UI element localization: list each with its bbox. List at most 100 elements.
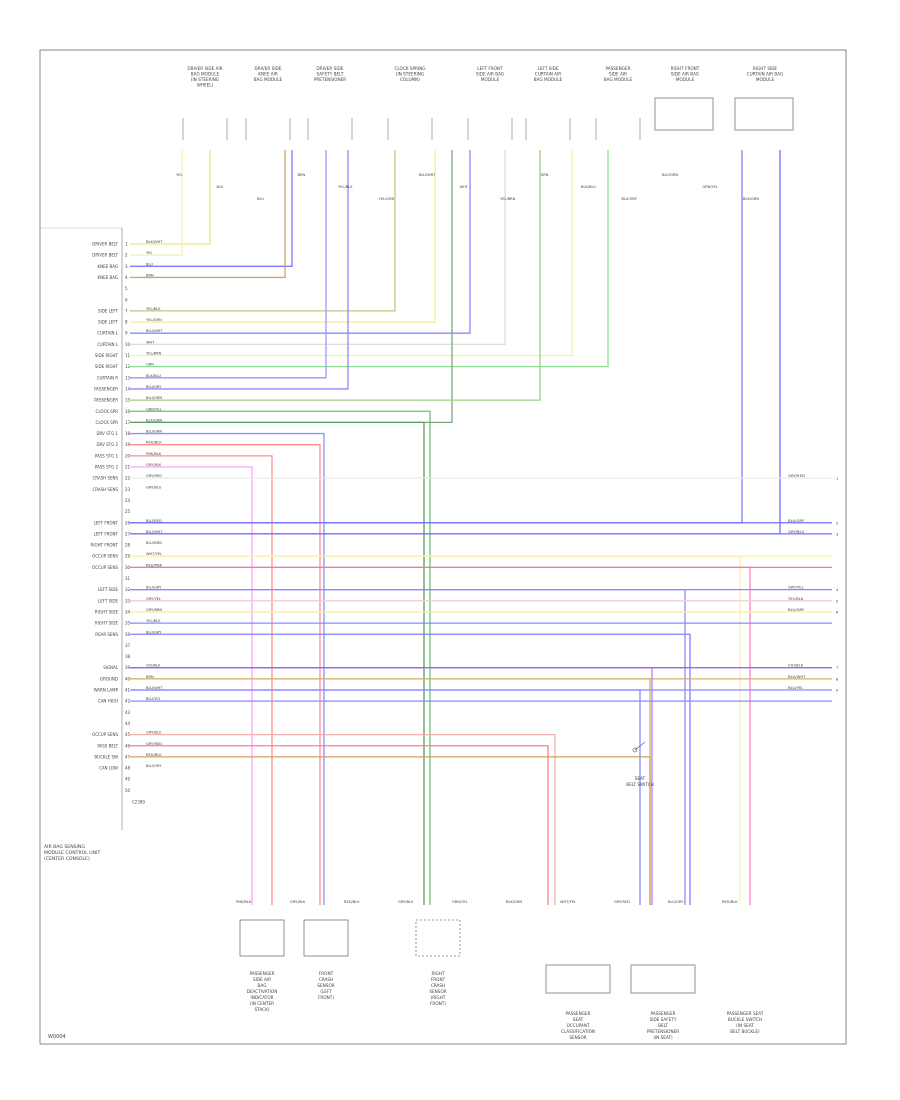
- bottom-component-label: CRASH: [319, 977, 333, 982]
- bottom-component-label: (IN SEAT: [736, 1023, 754, 1028]
- wire: [130, 555, 741, 905]
- top-wire-label: BLU: [257, 197, 264, 201]
- pin-wire-label: YEL/GRN: [146, 318, 162, 322]
- bottom-component-label: SENSOR: [429, 989, 446, 994]
- wire: [130, 150, 286, 279]
- bottom-component-label: SIDE SAFETY: [650, 1017, 677, 1022]
- top-wire-label: YEL: [176, 173, 182, 177]
- pin-wire-label: GRY/RED: [146, 474, 162, 478]
- pin-wire-label: BLU/GRN: [146, 396, 162, 400]
- top-component-label: COLUMN): [400, 77, 420, 82]
- top-component-label: BAG MODULE: [254, 77, 283, 82]
- bottom-component-label: SEAT: [573, 1017, 584, 1022]
- right-wire-label: BLU/YEL: [788, 685, 804, 690]
- bottom-wire-label: BLU/GRY: [668, 900, 684, 904]
- pin-number: 33: [125, 598, 131, 603]
- pin-wire-label: RED/BLK: [146, 441, 162, 445]
- component-connector: [303, 919, 349, 957]
- right-wire-label: BLU/GRY: [788, 518, 805, 523]
- pin-label: RIGHT SIDE: [95, 621, 119, 626]
- pin-number: 32: [125, 587, 131, 592]
- top-component-label: MODULE: [756, 77, 775, 82]
- component-connector: [415, 919, 461, 957]
- top-component-label: SAFETY BELT: [317, 72, 344, 77]
- wire: [130, 150, 293, 267]
- pin-wire-label: RED/BLK: [146, 753, 162, 757]
- bottom-component-label: BELT BUCKLE): [730, 1029, 760, 1034]
- wire: [130, 421, 425, 905]
- bottom-component-label: PASSENGER: [650, 1011, 675, 1016]
- pin-number: 29: [125, 554, 131, 559]
- pin-number: 31: [125, 576, 131, 581]
- pin-wire-label: BLU/GRY: [146, 385, 162, 389]
- pin-wire-label: YEL/BLK: [146, 619, 161, 623]
- pin-label: CURTAIN L: [97, 342, 119, 347]
- pin-number: 47: [125, 754, 131, 759]
- component-terminal: [595, 118, 641, 140]
- pin-label: KNEE BAG: [98, 275, 118, 280]
- pin-label: CURTAIN L: [97, 331, 119, 336]
- wire: [130, 667, 653, 905]
- top-component-label: WHEEL): [197, 83, 214, 88]
- pin-number: 20: [125, 453, 131, 458]
- pin-number: 45: [125, 732, 131, 737]
- bottom-component-label: SENSOR: [569, 1035, 586, 1040]
- bottom-component-label: PASSENGER SEAT: [727, 1011, 764, 1016]
- right-wire-label: YEL/BLK: [788, 596, 804, 601]
- bottom-wire-label: BLK/GRN: [506, 900, 522, 904]
- pin-wire-label: GRN: [146, 363, 154, 367]
- bottom-component-label: (LEFT: [320, 989, 332, 994]
- pin-label: SIGNAL: [103, 665, 119, 670]
- pin-number: 34: [125, 609, 131, 614]
- top-wire-label: BLK: [217, 185, 224, 189]
- wire: [130, 150, 183, 256]
- pin-wire-label: RED/PNK: [146, 563, 163, 567]
- pin-label: LEFT SIDE: [98, 598, 119, 603]
- right-wire-label: GRY/YEL: [788, 585, 805, 590]
- wire: [130, 150, 506, 345]
- top-wire-label: YEL/BLK: [338, 185, 353, 189]
- module-title-line: (CENTER CONSOLE): [44, 856, 90, 862]
- component-connector: [239, 919, 285, 957]
- pin-label: SIDE LEFT: [98, 320, 119, 325]
- pin-wire-label: BRN: [146, 273, 154, 277]
- top-component-label: LEFT SIDE: [538, 66, 559, 71]
- top-component-label: KNEE AIR: [258, 72, 278, 77]
- bottom-component-label: (IN CENTER: [250, 1001, 274, 1006]
- wire: [130, 444, 321, 905]
- pin-label: PASSENGER: [94, 398, 118, 403]
- pin-wire-label: GRY/YEL: [146, 597, 161, 601]
- bottom-component-label: STACK): [255, 1007, 270, 1012]
- pin-label: GROUND: [100, 676, 118, 681]
- wire: [130, 150, 781, 535]
- pin-number: 44: [125, 721, 131, 726]
- pin-wire-label: GRY/BLK: [146, 463, 162, 467]
- pin-wire-label: BLU/WHT: [146, 329, 163, 333]
- wire: [130, 745, 549, 905]
- pin-wire-label: GRY/RED: [146, 742, 162, 746]
- pin-number: 43: [125, 710, 131, 715]
- component-box: [545, 964, 611, 994]
- pin-number: 3: [125, 264, 128, 269]
- pin-label: PASSENGER: [94, 386, 118, 391]
- top-component-label: CURTAIN AIR BAG: [747, 72, 784, 77]
- wire: [130, 633, 691, 905]
- pin-number: 23: [125, 487, 131, 492]
- pin-label: OCCUP SENS: [92, 554, 118, 559]
- pin-number: 28: [125, 543, 131, 548]
- bottom-component-label: OCCUPANT: [566, 1023, 589, 1028]
- top-component-label: RIGHT SIDE: [753, 66, 778, 71]
- pin-number: 37: [125, 643, 131, 648]
- pin-number: 15: [125, 398, 131, 403]
- pin-wire-label: BRN: [146, 675, 154, 679]
- right-wire-label: VIO/BLK: [788, 663, 804, 668]
- top-wire-label: BLU/WHT: [419, 173, 436, 177]
- pin-wire-label: YEL/BRN: [146, 352, 162, 356]
- pin-number: 39: [125, 665, 131, 670]
- pin-number: 9: [125, 331, 128, 336]
- pin-number: 49: [125, 777, 131, 782]
- bottom-component-label: BAG: [258, 983, 267, 988]
- pin-number: 5: [125, 286, 128, 291]
